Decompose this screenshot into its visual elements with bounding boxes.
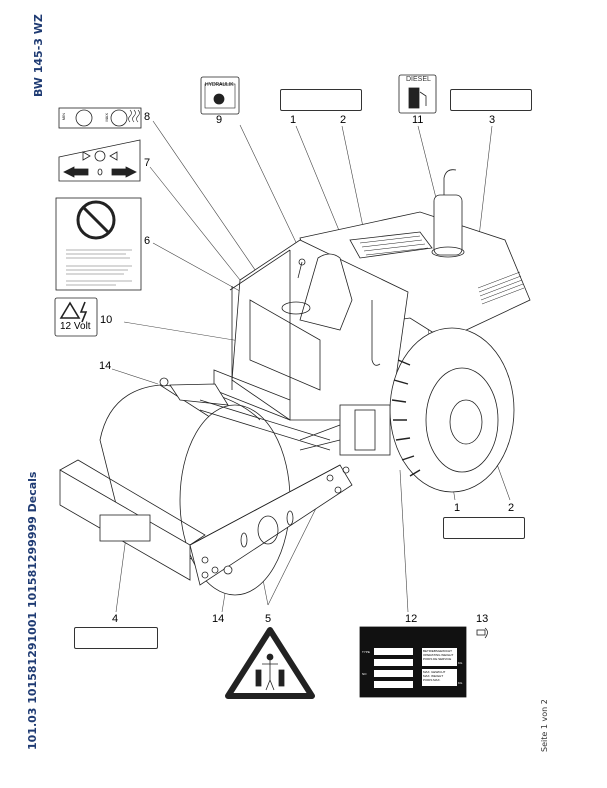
callout-8: 8: [144, 111, 151, 123]
callout-3: 3: [489, 114, 496, 126]
callout-9: 9: [216, 114, 223, 126]
front-frame: [59, 377, 353, 586]
blank-decal-4: [74, 627, 158, 649]
plate-box1-line: BETRIEBSGEWICHT: [423, 649, 453, 653]
plate-kg2: KG: [458, 681, 463, 685]
blank-decal-1-2-lower: [443, 517, 525, 539]
callout-11: 11: [412, 114, 424, 126]
plate-box1-line: OPERATING WEIGHT: [423, 653, 454, 657]
callout-10: 10: [100, 314, 113, 326]
decal-type-plate: [359, 626, 467, 698]
decal-prohibition: [55, 197, 142, 291]
callout-1-lower: 1: [454, 502, 461, 514]
callout-7: 7: [144, 157, 151, 169]
callout-5: 5: [265, 613, 272, 625]
callout-2-lower: 2: [508, 502, 515, 514]
rear-wheel: [389, 327, 515, 493]
plate-box2-line: MAX. GEWICHT: [423, 670, 446, 674]
plate-box2-line: MAX. WEIGHT: [423, 674, 444, 678]
callout-13: 13: [476, 613, 489, 625]
decal-crush-warning: [225, 627, 315, 699]
plate-no-label: NO: [362, 672, 367, 676]
level-min-label: MIN: [61, 113, 66, 121]
blank-decal-3: [450, 89, 532, 111]
plate-box2: MAX. GEWICHT MAX. WEIGHT POIDS MAX.: [423, 670, 445, 682]
decal-direction: [58, 139, 141, 182]
blank-decal-1-2: [280, 89, 362, 111]
callout-2: 2: [340, 114, 347, 126]
callout-6: 6: [144, 235, 151, 247]
callout-14-lower: 14: [212, 613, 225, 625]
hydraulic-label: HYDRAULIK: [205, 82, 234, 88]
decal-12volt: [54, 297, 98, 337]
plate-box1-line: POIDS DE SERVICE: [423, 657, 452, 661]
operator-platform: [213, 239, 409, 421]
bolt-icon: [476, 627, 488, 639]
volt-label: 12 Volt: [60, 321, 91, 332]
decal-level: [58, 107, 142, 129]
level-max-label: MAX: [104, 113, 109, 122]
diesel-label: DIESEL: [406, 76, 431, 83]
plate-box2-line: POIDS MAX.: [423, 678, 441, 682]
frame-joint: [299, 404, 391, 456]
plate-box1: BETRIEBSGEWICHT OPERATING WEIGHT POIDS D…: [423, 649, 453, 661]
plate-kg1: KG: [458, 661, 463, 665]
callout-4: 4: [112, 613, 119, 625]
plate-type-label: TYPE: [362, 650, 370, 654]
callout-1: 1: [290, 114, 297, 126]
callout-12: 12: [405, 613, 418, 625]
callout-14: 14: [99, 360, 112, 372]
decal-diesel: [398, 74, 437, 114]
decal-hydraulic: [200, 76, 240, 115]
